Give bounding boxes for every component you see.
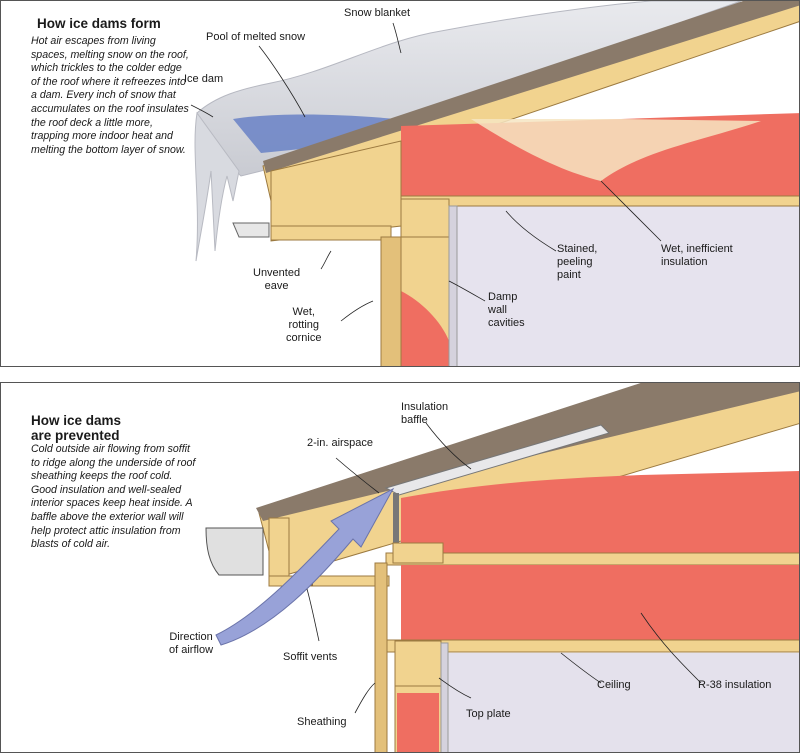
roof-sheathing — [263, 1, 799, 173]
stained-paint-label: Stained, peeling paint — [557, 243, 598, 281]
bottom-panel-description: Cold outside air flowing from soffit to … — [31, 443, 196, 551]
top-plate — [394, 640, 442, 687]
ice-dam-prevention-panel: How ice dams are prevented Cold outside … — [0, 382, 800, 753]
ice-dam-formation-panel: How ice dams form Hot air escapes from l… — [0, 0, 800, 367]
soffit-vents-label: Soffit vents — [283, 651, 338, 663]
damp-wall-insulation — [401, 291, 449, 366]
exterior-sheathing — [374, 562, 388, 752]
wet-cornice-label: Wet, rotting cornice — [286, 306, 322, 344]
wall-insulation — [397, 693, 439, 752]
top-plate — [400, 198, 450, 238]
icicles — [194, 111, 240, 262]
ceiling-label: Ceiling — [597, 679, 631, 691]
insulation-baffle-label: Insulation baffle — [401, 401, 449, 426]
sheathing-label: Sheathing — [297, 716, 347, 728]
melted-snow-pool — [233, 114, 396, 153]
leader-lines — [190, 22, 662, 322]
r38-insulation — [401, 565, 799, 640]
insulation-baffle — [384, 424, 610, 496]
fascia — [268, 517, 290, 579]
airflow-direction-label: Direction of airflow — [169, 631, 214, 656]
unvented-eave-label: Unvented eave — [253, 267, 301, 292]
top-plate-label: Top plate — [466, 708, 511, 720]
soffit — [268, 575, 390, 587]
room-wall — [441, 653, 799, 752]
gutter — [232, 222, 270, 238]
ceiling-joist — [400, 195, 799, 207]
attic-wall — [456, 206, 799, 366]
vented-roof-illustration — [205, 383, 799, 752]
ice-dam-label: Ice dam — [184, 73, 224, 85]
airflow-arrow — [215, 487, 395, 646]
r38-insulation-label: R-38 insulation — [698, 679, 772, 691]
snow-blanket-label: Snow blanket — [344, 7, 411, 19]
airspace-label: 2-in. airspace — [307, 437, 374, 449]
damp-wall-cavities-label: Damp wall cavities — [488, 291, 525, 329]
interior-wall — [448, 205, 458, 366]
drywall — [440, 642, 449, 752]
melted-snow-pool-label: Pool of melted snow — [206, 31, 306, 43]
ice-dam-illustration — [190, 1, 799, 366]
top-panel-description: Hot air escapes from living spaces, melt… — [31, 35, 189, 156]
leader-lines — [306, 422, 702, 714]
exterior-sheathing — [380, 236, 402, 366]
bottom-panel-title: How ice dams are prevented — [31, 413, 122, 443]
top-panel-title: How ice dams form — [37, 16, 161, 31]
ceiling-joist — [385, 552, 799, 566]
wet-insulation-label: Wet, inefficient insulation — [661, 243, 733, 268]
upper-insulation — [401, 471, 799, 553]
gutter — [205, 527, 264, 576]
blocking — [392, 542, 444, 564]
